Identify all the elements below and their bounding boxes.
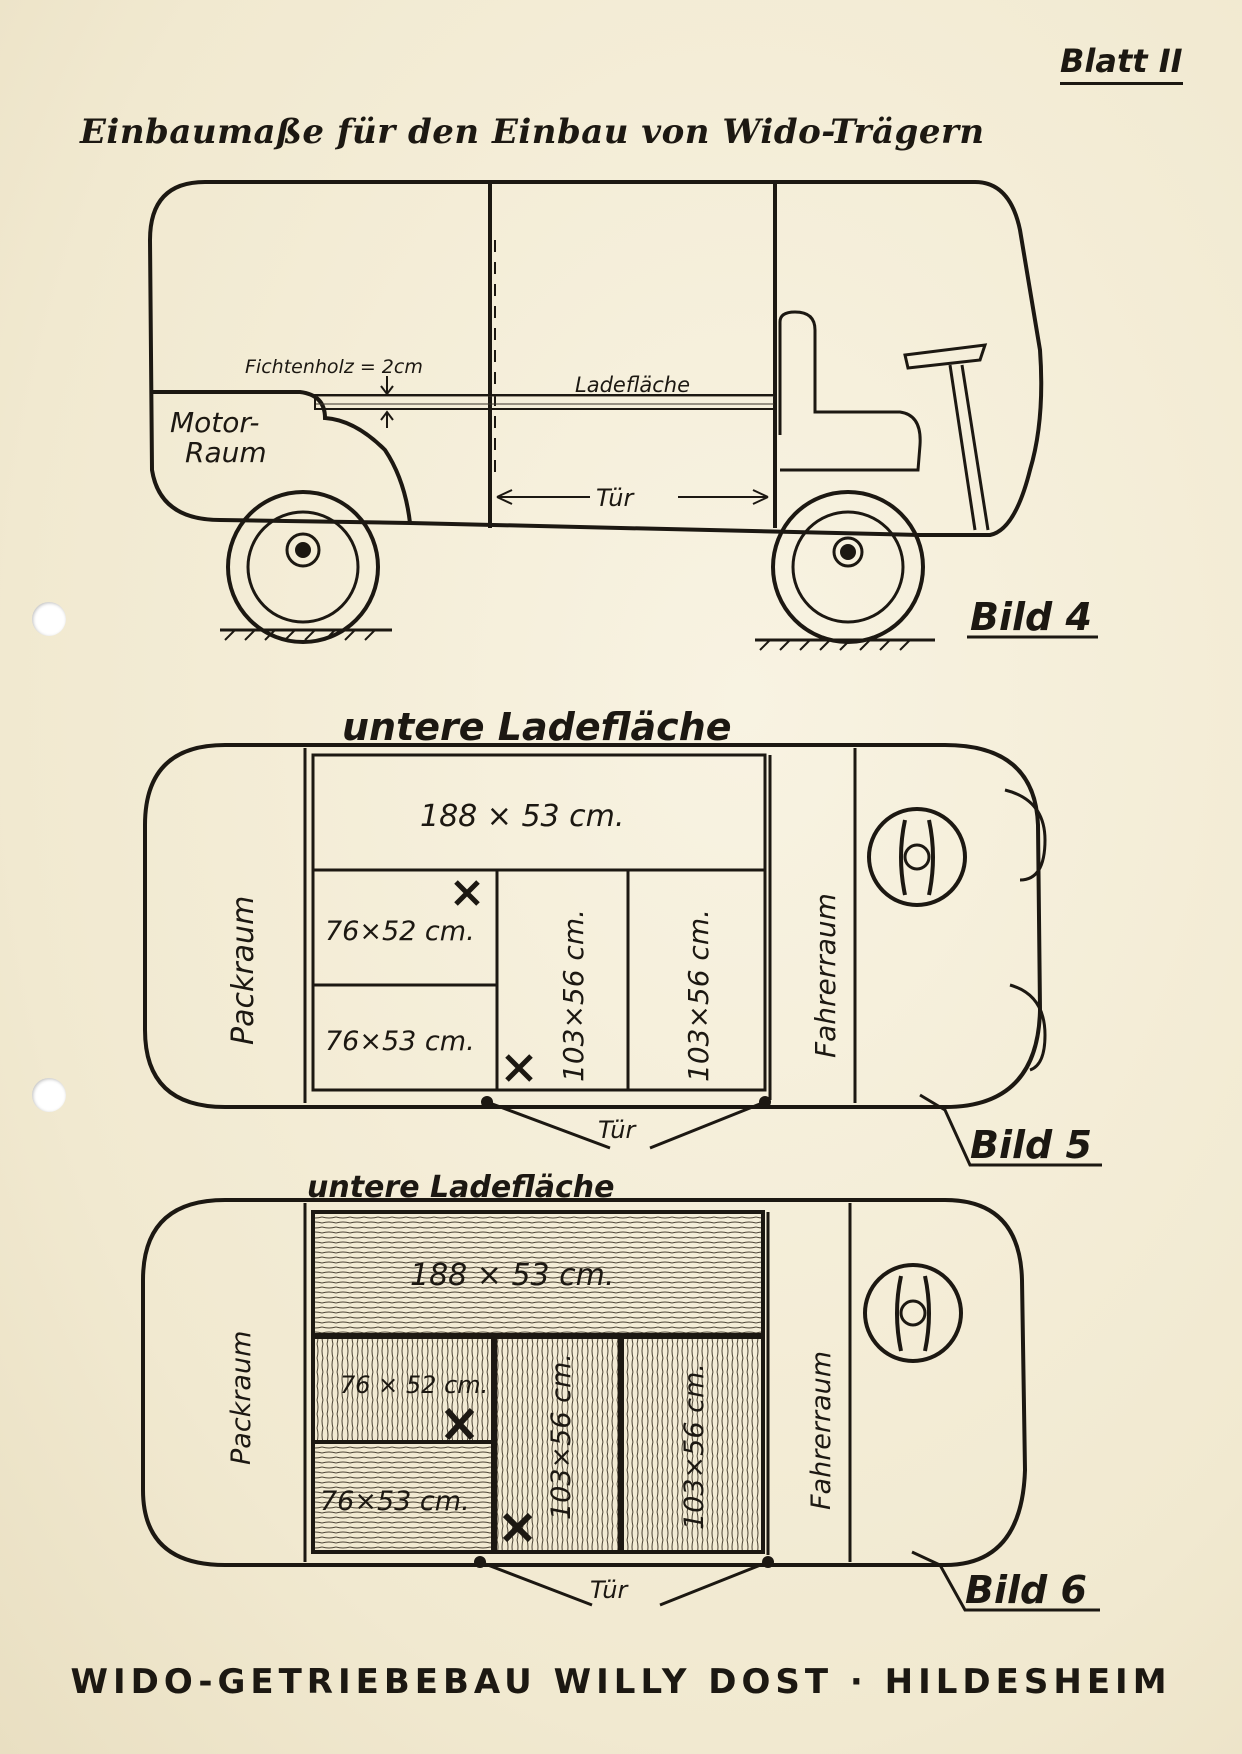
figure-5-top-view [143,743,1102,1167]
sheet-label: Blatt II [1060,42,1183,85]
cargo-label: Ladefläche [575,373,690,397]
dim-right-fig6: 103×56 cm. [679,1363,710,1530]
caption-bild-4: Bild 4 [970,595,1092,639]
dim-lower-left-fig5: 76×53 cm. [325,1026,475,1057]
dim-middle-fig5: 103×56 cm. [557,909,590,1082]
vehicle-outline-fig6 [141,1198,1028,1567]
dim-top-fig6: 188 × 53 cm. [410,1258,614,1293]
pack-label-fig6: Packraum [226,1331,257,1465]
rear-wheel [226,490,380,644]
dim-lower-left-fig6: 76×53 cm. [320,1486,470,1517]
front-wheel [771,490,925,644]
caption-bild-6: Bild 6 [965,1568,1087,1612]
figure-4-side-view [147,180,1098,651]
steering-wheel-fig5 [867,807,967,907]
driver-seat [778,310,922,472]
punch-hole-bottom [32,1078,66,1112]
steering-wheel-fig6 [863,1263,963,1363]
load-box-middle [493,1335,622,1554]
driver-label-fig6: Fahrerraum [806,1351,837,1510]
mark-x-4 [502,1512,533,1543]
dim-right-fig5: 103×56 cm. [682,909,715,1082]
figure-6-top-view [141,1198,1100,1612]
pack-label-fig5: Packraum [226,896,261,1045]
load-box-right [620,1335,765,1554]
mark-x-1 [454,880,480,906]
dim-upper-left-fig6: 76 × 52 cm. [340,1371,488,1399]
page-title: Einbaumaße für den Einbau von Wido-Träge… [80,112,985,152]
dim-top-fig5: 188 × 53 cm. [420,799,624,834]
door-label-fig6: Tür [590,1576,629,1604]
motor-label-line2: Raum [185,436,267,469]
dim-middle-fig6: 103×56 cm. [546,1353,577,1520]
driver-label-fig5: Fahrerraum [809,893,842,1058]
dim-upper-left-fig5: 76×52 cm. [325,916,475,947]
motor-label-line1: Motor- [170,406,259,439]
wood-label: Fichtenholz = 2cm [245,356,423,378]
vehicle-body-outline [147,180,1044,537]
caption-bild-5: Bild 5 [970,1123,1092,1167]
load-box-top [311,1210,765,1337]
load-box-lower-left [311,1440,495,1554]
door-label-fig4: Tür [596,484,635,512]
mark-x-3 [444,1408,475,1440]
footer-company: WIDO-GETRIEBEBAU WILLY DOST · HILDESHEIM [70,1662,1172,1702]
steering-wheel [903,343,988,370]
heading-fig5: untere Ladefläche [342,705,732,749]
mark-x-2 [505,1054,533,1082]
door-label-fig5: Tür [598,1116,637,1144]
vehicle-outline-fig5 [143,743,1043,1109]
steering-column [948,364,990,531]
punch-hole-top [32,602,66,636]
cargo-plank [314,394,776,410]
